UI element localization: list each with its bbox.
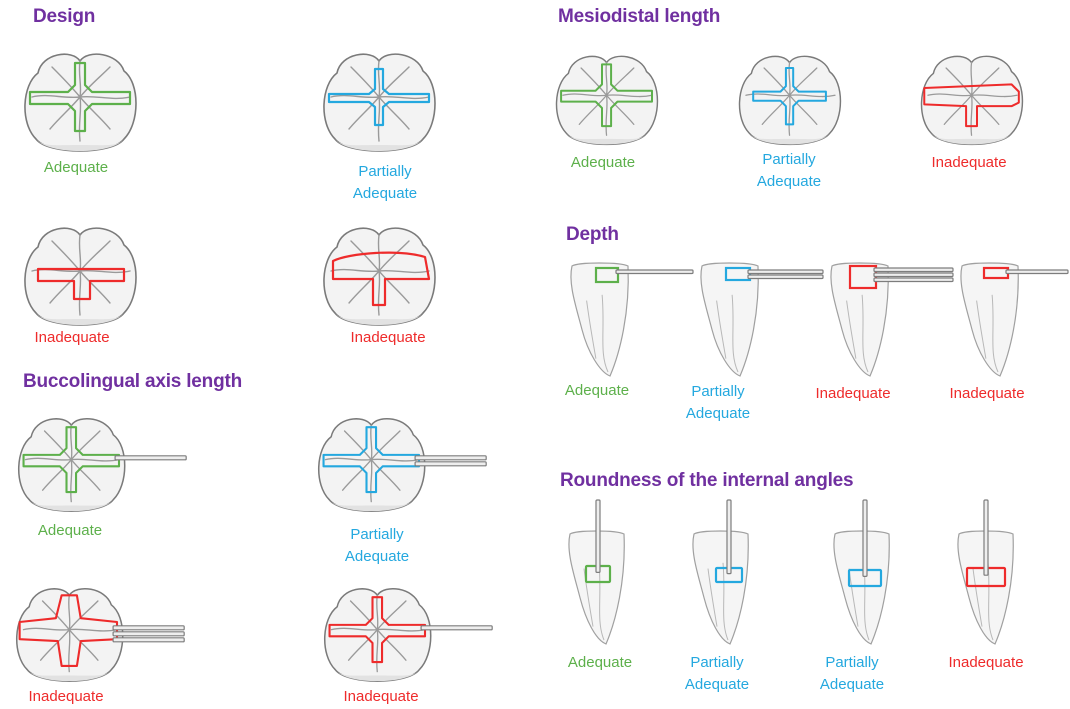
measuring-probe-instrument (115, 456, 186, 460)
roundness-adequate-label: Adequate (568, 652, 632, 674)
molar-occlusal-group (25, 54, 136, 151)
mesiodistal-adequate-tooth-figure (550, 46, 660, 146)
measuring-probe-instrument (113, 638, 184, 642)
roundness-partially-adequate-tooth-figure-2 (823, 498, 903, 648)
molar-occlusal-group (740, 56, 841, 144)
design-inadequate-label-1: Inadequate (34, 327, 109, 349)
depth-probe-instrument (874, 268, 953, 272)
mesiodistal-partially-adequate-label: Partially Adequate (744, 149, 834, 193)
buccolingual-partially-adequate-tooth-figure (312, 408, 492, 513)
design-partially-adequate-label: Partially Adequate (340, 161, 430, 205)
section-title-mesiodistal-length: Mesiodistal length (558, 6, 720, 28)
design-inadequate-tooth-figure-2 (317, 217, 442, 332)
roundness-partially-adequate-tooth-figure-1 (682, 498, 762, 648)
depth-probe-instrument (616, 270, 693, 274)
vertical-probe-instrument (984, 500, 988, 575)
tooth-side-view-group (701, 263, 758, 376)
molar-occlusal-group (557, 56, 658, 144)
depth-partially-adequate-tooth-figure (690, 258, 825, 380)
mesiodistal-adequate-label: Adequate (571, 152, 635, 174)
tooth-side-view-group (834, 531, 889, 644)
vertical-probe-instrument (863, 500, 867, 576)
buccolingual-partially-adequate-label: Partially Adequate (332, 524, 422, 568)
tooth-side-outline (834, 531, 889, 644)
molar-occlusal-group (25, 228, 136, 325)
mesiodistal-partially-adequate-tooth-figure (733, 46, 843, 146)
design-inadequate-tooth-figure-1 (18, 217, 143, 332)
depth-probe-instrument (748, 275, 823, 279)
section-title-buccolingual-axis-length: Buccolingual axis length (23, 371, 242, 393)
depth-probe-instrument (748, 270, 823, 274)
tooth-side-view-group (961, 263, 1018, 376)
buccolingual-inadequate-tooth-figure-2 (318, 578, 498, 683)
depth-inadequate-label-1: Inadequate (815, 383, 890, 405)
measuring-probe-instrument (113, 626, 184, 630)
mesiodistal-inadequate-tooth-figure (915, 46, 1025, 146)
buccolingual-inadequate-label-1: Inadequate (28, 686, 103, 708)
buccolingual-inadequate-label-2: Inadequate (343, 686, 418, 708)
molar-occlusal-group (922, 56, 1023, 144)
depth-inadequate-label-2: Inadequate (949, 383, 1024, 405)
measuring-probe-instrument (415, 456, 486, 460)
molar-occlusal-group (19, 419, 125, 511)
depth-inadequate-tooth-figure-1 (820, 258, 955, 380)
tooth-side-view-group (693, 531, 748, 644)
mesiodistal-inadequate-label: Inadequate (931, 152, 1006, 174)
section-title-design: Design (33, 6, 95, 28)
molar-occlusal-group (324, 228, 435, 325)
design-partially-adequate-tooth-figure (317, 43, 442, 158)
vertical-probe-instrument (727, 500, 731, 574)
tooth-side-view-group (571, 263, 628, 376)
molar-occlusal-group (325, 589, 431, 681)
measuring-probe-instrument (415, 462, 486, 466)
vertical-probe-instrument (596, 500, 600, 572)
design-inadequate-label-2: Inadequate (350, 327, 425, 349)
buccolingual-inadequate-tooth-figure-1 (10, 578, 190, 683)
molar-occlusal-group (324, 54, 435, 151)
depth-probe-instrument (1006, 270, 1068, 274)
roundness-adequate-tooth-figure (558, 498, 638, 648)
depth-inadequate-tooth-figure-2 (950, 258, 1070, 380)
measuring-probe-instrument (421, 626, 492, 630)
measuring-probe-instrument (113, 632, 184, 636)
tooth-side-outline (961, 263, 1018, 376)
depth-probe-instrument (874, 273, 953, 277)
design-adequate-tooth-figure (18, 43, 143, 158)
depth-adequate-tooth-figure (560, 258, 695, 380)
depth-probe-instrument (874, 278, 953, 282)
buccolingual-adequate-label: Adequate (38, 520, 102, 542)
roundness-inadequate-tooth-figure (947, 498, 1027, 648)
depth-partially-adequate-label: Partially Adequate (673, 381, 763, 425)
buccolingual-adequate-tooth-figure (12, 408, 192, 513)
design-adequate-label: Adequate (44, 157, 108, 179)
roundness-partially-adequate-label-2: Partially Adequate (807, 652, 897, 696)
depth-adequate-label: Adequate (565, 380, 629, 402)
roundness-partially-adequate-label-1: Partially Adequate (672, 652, 762, 696)
molar-occlusal-group (319, 419, 425, 511)
molar-occlusal-group (17, 589, 123, 681)
roundness-inadequate-label: Inadequate (948, 652, 1023, 674)
tooth-side-outline (693, 531, 748, 644)
tooth-side-outline (571, 263, 628, 376)
section-title-depth: Depth (566, 224, 619, 246)
section-title-roundness-internal-angles: Roundness of the internal angles (560, 470, 853, 492)
